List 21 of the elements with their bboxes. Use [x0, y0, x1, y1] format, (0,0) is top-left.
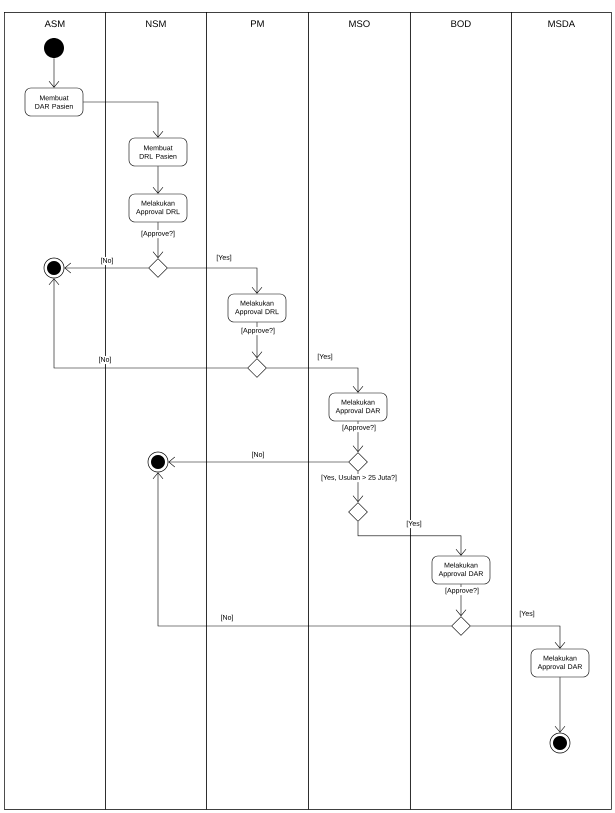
final-node	[550, 732, 570, 754]
arrow	[152, 166, 164, 194]
arrow	[168, 456, 348, 468]
initial-node	[44, 38, 64, 58]
arrow	[168, 268, 262, 294]
decision-diamond	[247, 358, 267, 378]
decision-diamond	[348, 502, 368, 522]
decision-diamond	[451, 616, 471, 636]
arrow	[64, 262, 148, 274]
arrow	[48, 278, 248, 368]
final-node	[44, 258, 64, 278]
decision-diamond	[148, 258, 168, 278]
arrow	[358, 522, 466, 556]
arrow	[470, 626, 566, 649]
arrow	[152, 472, 452, 626]
arrow	[266, 368, 364, 393]
arrow	[554, 677, 566, 733]
arrow	[48, 58, 60, 88]
arrow	[83, 102, 164, 138]
decision-diamond	[348, 452, 368, 472]
final-node	[148, 452, 168, 472]
